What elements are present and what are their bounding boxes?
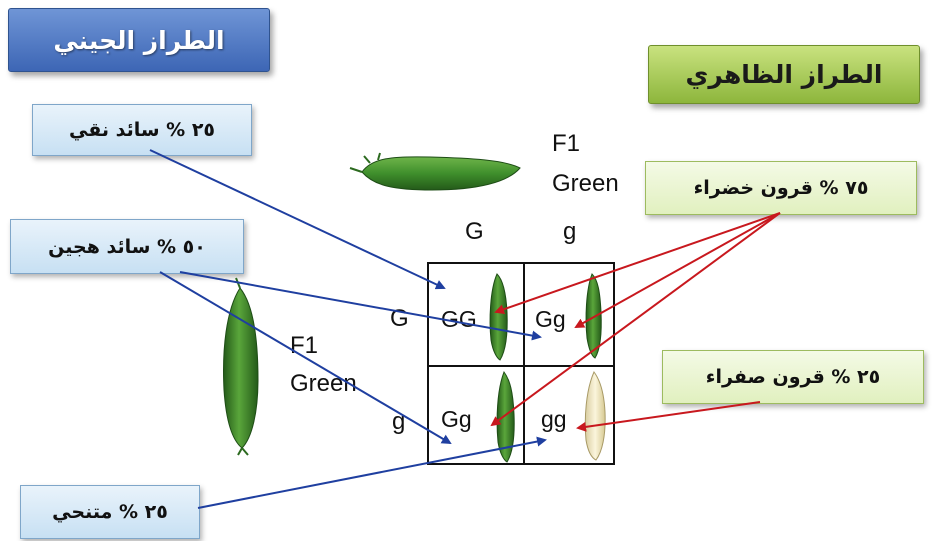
- grid-divider: [523, 264, 525, 463]
- arrow-pure-to-GG: [149, 149, 446, 290]
- green-pods-label: ٧٥ % قرون خضراء: [645, 161, 917, 215]
- cell-gg-yellow-pod-icon: [584, 371, 606, 461]
- recessive-label: ٢٥ % متنحي: [20, 485, 200, 539]
- arrow-yellow-to-gg: [576, 401, 761, 432]
- top-green-pod-icon: [349, 152, 521, 191]
- top-parent-generation: F1: [552, 130, 581, 157]
- cell-GG-pod-icon: [489, 273, 508, 361]
- col-allele-2: g: [563, 218, 577, 245]
- arrow-green-to-Gg-top: [574, 212, 781, 328]
- genotype-header: الطراز الجيني: [8, 8, 270, 72]
- yellow-pods-label: ٢٥ % قرون صفراء: [662, 350, 924, 404]
- arrow-recessive-to-gg: [197, 436, 547, 509]
- grid-divider: [429, 365, 613, 367]
- left-parent-generation: F1: [290, 332, 319, 359]
- cell-GG: GG: [441, 306, 477, 332]
- left-green-pod-icon: [223, 277, 259, 456]
- arrow-hybrid-to-Gg-top: [179, 271, 542, 341]
- hybrid-dominant-label: ٥٠ % سائد هجين: [10, 219, 244, 274]
- arrow-green-to-GG: [494, 212, 781, 315]
- punnett-square: GG Gg Gg gg: [427, 262, 615, 465]
- cell-Gg-top: Gg: [535, 306, 566, 332]
- arrow-hybrid-to-Gg-bottom: [159, 271, 452, 445]
- cell-gg: gg: [541, 406, 567, 432]
- col-allele-1: G: [465, 218, 484, 245]
- cell-Gg-bottom: Gg: [441, 406, 472, 432]
- left-parent-color: Green: [290, 370, 357, 397]
- arrow-green-to-Gg-bottom: [490, 212, 781, 427]
- pure-dominant-label: ٢٥ % سائد نقي: [32, 104, 252, 156]
- phenotype-header: الطراز الظاهري: [648, 45, 920, 104]
- top-parent-color: Green: [552, 170, 619, 197]
